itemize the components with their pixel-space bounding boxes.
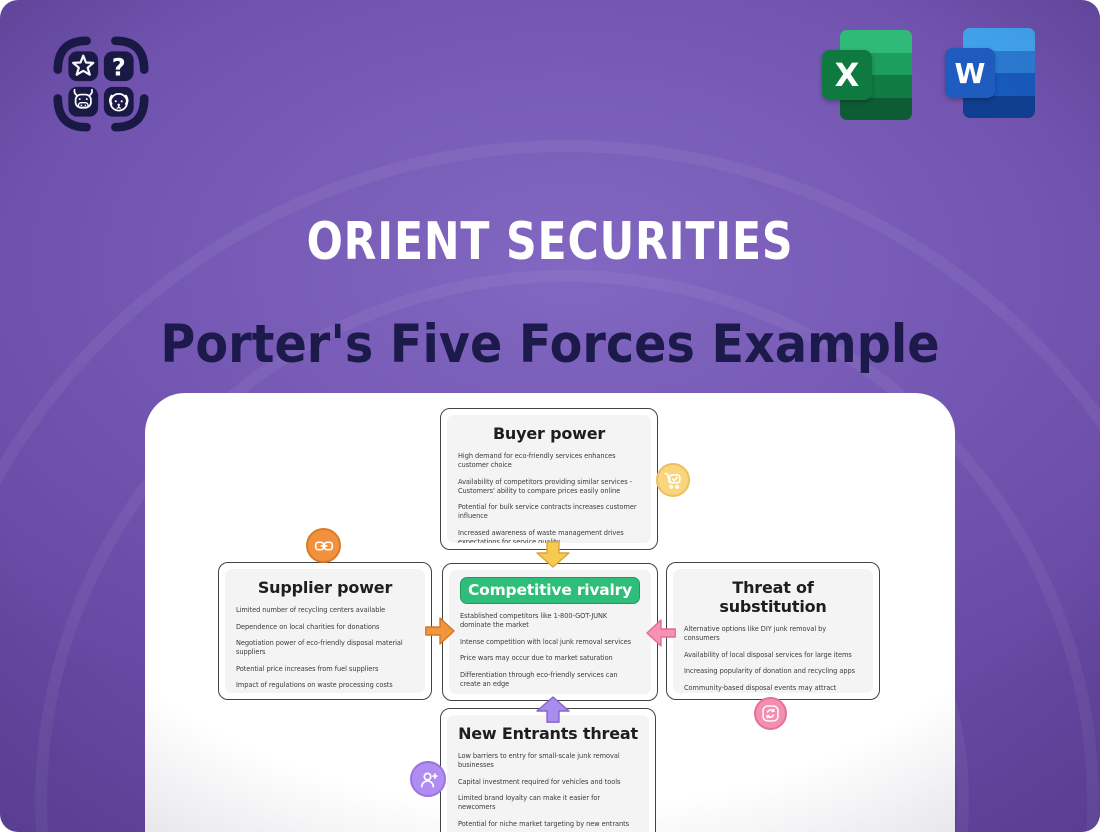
force-point: Potential price increases from fuel supp… <box>236 664 379 673</box>
entrants-up-arrow <box>536 696 570 723</box>
threat-of-substitution-panel: Threat of substitution Alternative optio… <box>673 569 873 693</box>
logo-grid: ? <box>53 36 149 132</box>
force-point: Dependence on local charities for donati… <box>236 622 380 631</box>
competitive-rivalry-title: Competitive rivalry <box>460 577 640 604</box>
force-point: Increasing popularity of donation and re… <box>684 667 855 676</box>
cow-icon <box>73 88 93 109</box>
buyer-power-box: Buyer power High demand for eco-friendly… <box>440 408 658 550</box>
force-point: Potential for bulk service contracts inc… <box>458 503 637 521</box>
force-point: Established competitors like 1-800-GOT-J… <box>460 612 608 630</box>
excel-icon[interactable]: X <box>822 30 922 125</box>
force-point: Potential for niche market targeting by … <box>458 819 630 828</box>
force-point: Limited number of recycling centers avai… <box>236 606 386 614</box>
new-entrants-title: New Entrants threat <box>458 724 638 743</box>
force-point: Capital investment required for vehicles… <box>458 777 621 786</box>
force-point: Increased awareness of waste management … <box>458 529 624 543</box>
word-letter: W <box>954 56 986 90</box>
chain-link-icon <box>306 528 341 563</box>
supplier-power-title: Supplier power <box>257 578 393 597</box>
force-point: Low barriers to entry for small-scale ju… <box>458 752 620 770</box>
competitive-rivalry-panel: Competitive rivalry Established competit… <box>449 570 651 694</box>
new-entrants-panel: New Entrants threat Low barriers to entr… <box>447 715 649 832</box>
excel-letter-tile: X <box>822 50 872 100</box>
force-point: Limited brand loyalty can make it easier… <box>458 794 601 812</box>
new-entrants-box: New Entrants threat Low barriers to entr… <box>440 708 656 832</box>
brand-title: ORIENT SECURITIES <box>306 212 794 272</box>
word-letter-tile: W <box>945 48 995 98</box>
force-point: Availability of competitors providing si… <box>458 477 633 495</box>
threat-of-substitution-box: Threat of substitution Alternative optio… <box>666 562 880 700</box>
force-point: Negotiation power of eco-friendly dispos… <box>236 639 403 657</box>
force-point: Differentiation through eco-friendly ser… <box>460 670 618 688</box>
swap-refresh-icon <box>754 697 787 730</box>
force-point: High demand for eco-friendly services en… <box>458 452 616 470</box>
dog-icon <box>109 93 129 112</box>
buyer-power-panel: Buyer power High demand for eco-friendly… <box>447 415 651 543</box>
force-point: Alternative options like DIY junk remova… <box>684 625 827 643</box>
star-icon <box>72 54 95 76</box>
force-point: Price wars may occur due to market satur… <box>460 654 613 663</box>
force-point: Intense competition with local junk remo… <box>460 637 632 646</box>
substitution-left-arrow <box>646 619 676 647</box>
excel-letter: X <box>834 56 860 94</box>
buyer-down-arrow <box>536 541 570 568</box>
cart-check-icon <box>656 463 690 497</box>
buyer-power-title: Buyer power <box>492 424 606 443</box>
supplier-right-arrow <box>425 617 455 645</box>
brand-logo[interactable]: ? <box>53 36 149 132</box>
force-point: Community-based disposal events may attr… <box>684 683 837 693</box>
question-mark-icon: ? <box>112 53 126 81</box>
threat-of-substitution-title: Threat of substitution <box>719 578 827 616</box>
svg-text:?: ? <box>112 53 126 81</box>
word-icon[interactable]: W <box>945 28 1045 123</box>
page-title: Porter's Five Forces Example <box>160 314 940 375</box>
user-plus-icon <box>410 761 446 797</box>
competitive-rivalry-box: Competitive rivalry Established competit… <box>442 563 658 701</box>
supplier-power-panel: Supplier power Limited number of recycli… <box>225 569 425 693</box>
force-point: Impact of regulations on waste processin… <box>236 681 393 690</box>
supplier-power-box: Supplier power Limited number of recycli… <box>218 562 432 700</box>
logo-frame-brackets <box>53 36 149 132</box>
force-point: Availability of local disposal services … <box>684 650 852 659</box>
